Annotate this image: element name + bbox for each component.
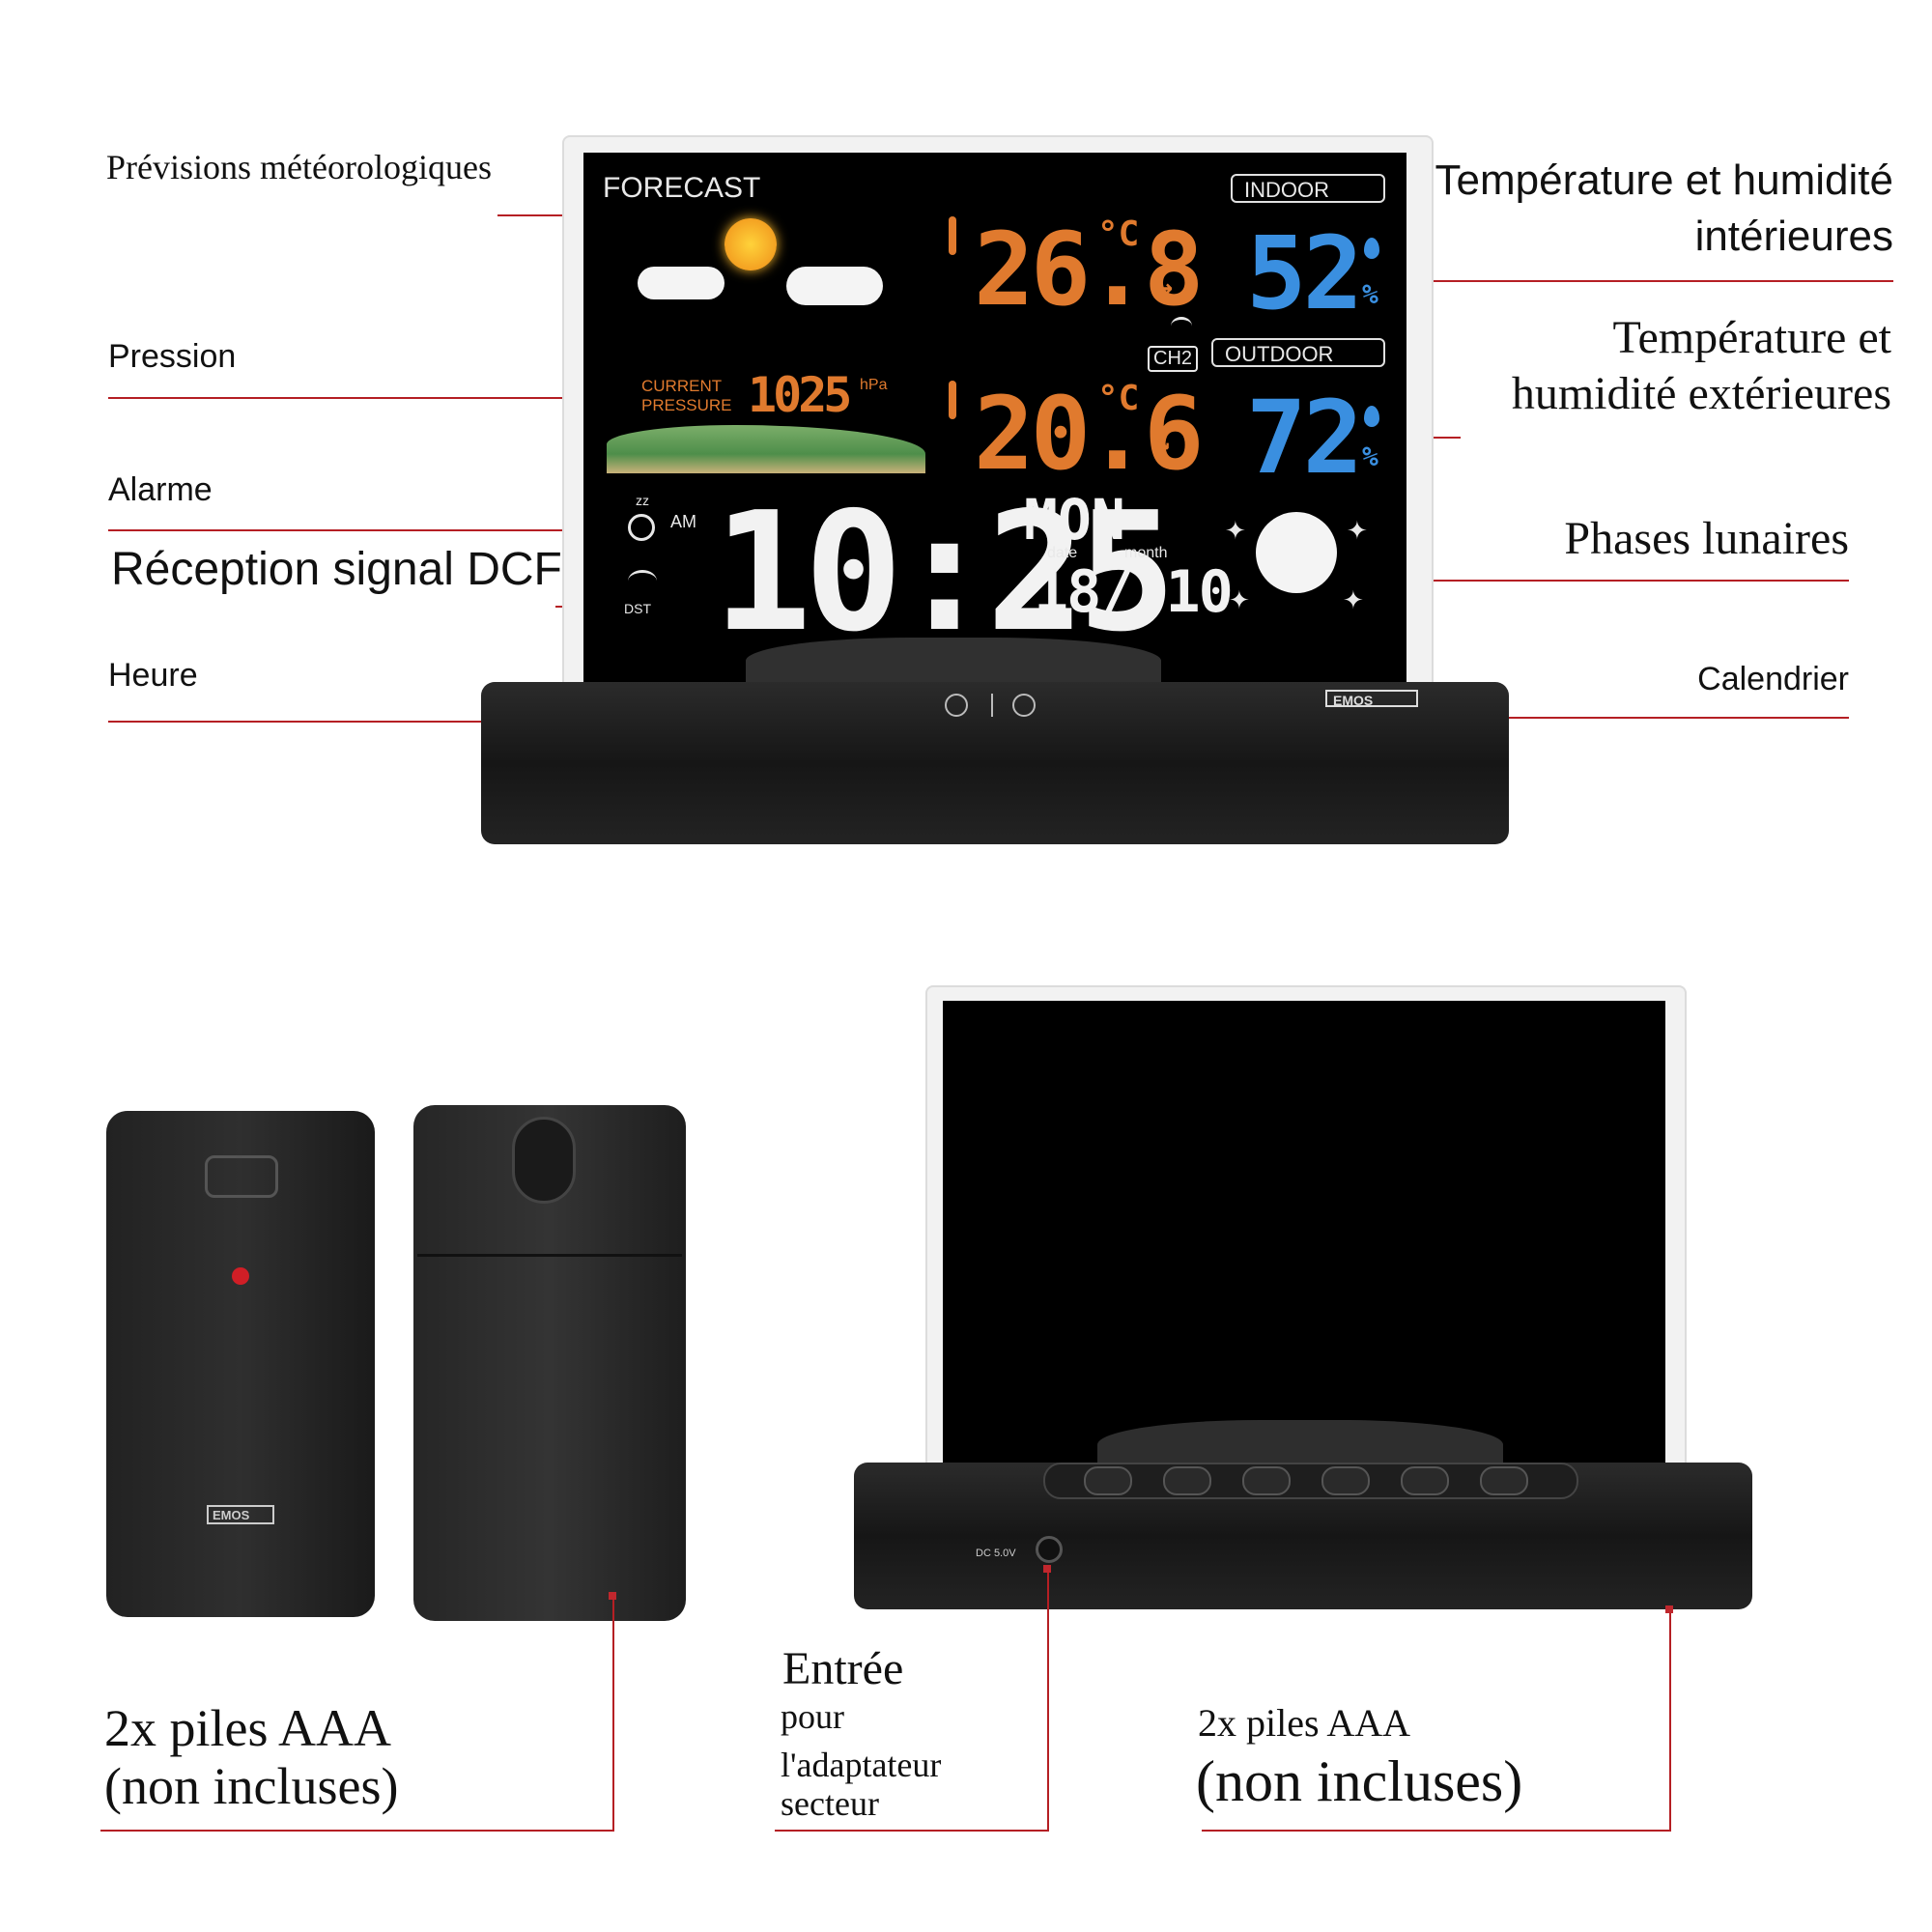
dc-jack[interactable]	[1036, 1536, 1063, 1563]
alarm-callout-line	[108, 529, 611, 531]
outdoor-callout-line1: Température et	[1612, 312, 1891, 363]
adapter-line4: secteur	[781, 1784, 879, 1823]
sensor-batteries-line	[100, 1830, 614, 1832]
pressure-label-line1: CURRENT	[641, 377, 723, 395]
forecast-callout: Prévisions météorologiques	[106, 148, 492, 186]
dst-label: DST	[624, 601, 651, 616]
station-base	[481, 682, 1509, 844]
indoor-box-label: INDOOR	[1244, 178, 1329, 202]
star-icon: ✦	[1225, 516, 1246, 545]
alarm-button[interactable]	[1163, 1466, 1211, 1495]
indoor-box: INDOOR	[1231, 174, 1385, 203]
down-button[interactable]	[1480, 1466, 1528, 1495]
station-batteries-dot	[1665, 1605, 1673, 1613]
time-callout: Heure	[108, 657, 198, 694]
pressure-unit: hPa	[860, 377, 888, 393]
led-indicator	[232, 1267, 249, 1285]
star-icon: ✦	[1347, 516, 1368, 545]
channel-label: CH2	[1148, 346, 1199, 372]
brand-logo: EMOS	[1325, 690, 1418, 708]
sensor-batteries-line2: (non incluses)	[104, 1757, 399, 1815]
indoor-humidity: 52	[1246, 214, 1363, 332]
droplet-icon	[1364, 238, 1379, 259]
cloud-icon	[638, 267, 724, 299]
thermometer-icon	[949, 216, 956, 255]
indoor-trend-arrow: →	[1155, 270, 1174, 304]
star-icon: ✦	[1229, 585, 1250, 614]
indoor-callout-line1: Température et humidité	[1435, 156, 1893, 204]
am-label: AM	[670, 512, 696, 531]
wifi-icon	[1171, 317, 1192, 335]
adapter-line3: l'adaptateur	[781, 1746, 942, 1784]
outdoor-trend-arrow: ↘	[1155, 427, 1171, 456]
light-touch-icon[interactable]	[1012, 694, 1036, 717]
moon-phase-icon	[1256, 512, 1337, 593]
alarm-callout: Alarme	[108, 471, 213, 508]
outdoor-box: OUTDOOR	[1211, 338, 1385, 367]
station-display: FORECAST INDOOR 26.8 °C → 52 % CH2 OUTDO…	[583, 153, 1406, 696]
button-separator	[991, 694, 993, 717]
pressure-value: 1025	[748, 367, 852, 423]
snooze-label: zz	[636, 493, 649, 508]
adapter-vline	[1047, 1569, 1049, 1832]
pressure-callout: Pression	[108, 338, 237, 375]
sensor-brand-logo: EMOS	[207, 1505, 274, 1524]
mode-button[interactable]	[1084, 1466, 1132, 1495]
outdoor-box-label: OUTDOOR	[1225, 342, 1334, 366]
station-back-panel	[943, 1001, 1665, 1484]
adapter-dot	[1043, 1565, 1051, 1573]
moon-callout-line	[1306, 580, 1849, 582]
adapter-line1: Entrée	[782, 1643, 904, 1694]
date-label: date	[1047, 545, 1078, 561]
alarm-touch-icon[interactable]	[945, 694, 968, 717]
outdoor-percent: %	[1362, 440, 1378, 472]
sensor-batteries-vline	[612, 1596, 614, 1832]
pressure-label-line2: PRESSURE	[641, 396, 732, 414]
sensor-batteries-dot	[609, 1592, 616, 1600]
light-button[interactable]	[1242, 1466, 1291, 1495]
outdoor-humidity: 72	[1246, 379, 1363, 497]
alarm-clock-icon	[628, 514, 655, 541]
station-batteries-line1: 2x piles AAA	[1198, 1701, 1410, 1745]
cloud-icon	[786, 267, 883, 305]
date-value: 18/ 10	[1034, 558, 1234, 626]
adapter-line	[775, 1830, 1049, 1832]
speaker-grille-icon	[205, 1155, 278, 1198]
pressure-callout-line	[108, 397, 611, 399]
calendar-callout: Calendrier	[1697, 661, 1849, 697]
moon-callout: Phases lunaires	[1564, 513, 1849, 564]
indoor-percent: %	[1362, 278, 1378, 310]
dcf-signal-icon	[628, 570, 657, 592]
outdoor-temp-unit: °C	[1097, 379, 1140, 418]
indoor-temp-unit: °C	[1097, 214, 1140, 254]
sensor-batteries-line1: 2x piles AAA	[104, 1699, 391, 1757]
station-batteries-line2: (non incluses)	[1196, 1749, 1523, 1813]
up-button[interactable]	[1401, 1466, 1449, 1495]
weekday: MON	[1024, 487, 1125, 553]
forecast-title: FORECAST	[603, 172, 761, 204]
outdoor-temperature: 20.6	[974, 375, 1204, 493]
dcf-callout: Réception signal DCF	[111, 544, 562, 595]
time-callout-line	[108, 721, 833, 723]
indoor-temperature: 26.8	[974, 211, 1204, 328]
sun-icon	[724, 218, 777, 270]
battery-cover	[417, 1254, 682, 1620]
adapter-line2: pour	[781, 1697, 844, 1736]
month-label: month	[1124, 545, 1168, 561]
clock-time: 10:25	[713, 477, 1177, 668]
outdoor-callout-line2: humidité extérieures	[1511, 368, 1891, 419]
station-batteries-vline	[1669, 1609, 1671, 1832]
thermometer-icon	[949, 381, 956, 419]
landscape-icon	[607, 425, 925, 473]
calendar-button[interactable]	[1321, 1466, 1370, 1495]
star-icon: ✦	[1343, 585, 1364, 614]
droplet-icon	[1364, 406, 1379, 427]
indoor-callout-line2: intérieures	[1694, 213, 1893, 260]
hanging-hole	[512, 1117, 576, 1204]
dc-label: DC 5.0V	[976, 1548, 1016, 1559]
station-batteries-line	[1202, 1830, 1671, 1832]
indoor-callout-line	[1213, 280, 1893, 282]
